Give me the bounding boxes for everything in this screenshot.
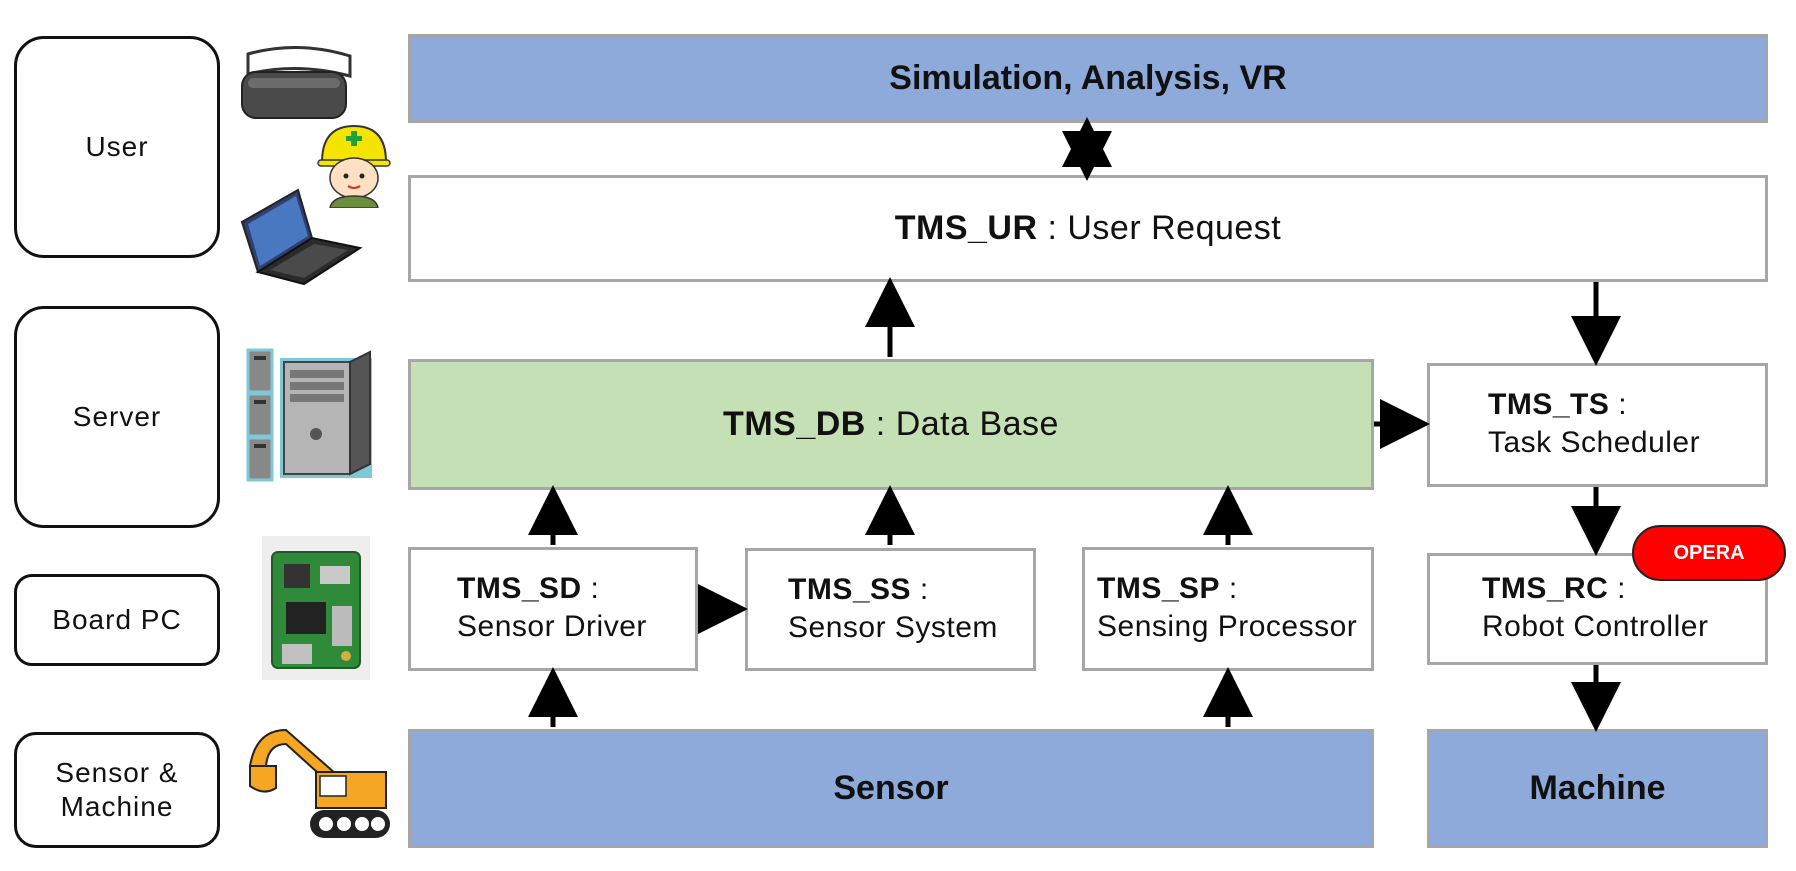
tms-ts-box: TMS_TS : Task Scheduler [1427, 363, 1768, 487]
simulation-analysis-vr-label: Simulation, Analysis, VR [889, 59, 1287, 97]
tms-ts-desc: Task Scheduler [1488, 425, 1701, 459]
vr-headset-icon [241, 45, 352, 119]
tier-server-label: Server [72, 401, 162, 433]
opera-badge: OPERA [1632, 525, 1786, 581]
tier-sensor-machine: Sensor & Machine [14, 732, 220, 848]
tier-server: Server [14, 306, 220, 528]
tms-sd-name: TMS_SD [457, 572, 582, 605]
tier-user-label: User [85, 131, 149, 163]
tms-ss-box: TMS_SS : Sensor System [745, 548, 1036, 671]
tms-sd-box: TMS_SD : Sensor Driver [408, 547, 698, 671]
sensor-label: Sensor [833, 769, 949, 807]
tms-ts-name: TMS_TS [1488, 388, 1610, 421]
tier-board-pc: Board PC [14, 574, 220, 666]
tms-rc-name: TMS_RC [1482, 572, 1609, 605]
tier-user: User [14, 36, 220, 258]
tms-ss-desc: Sensor System [788, 610, 998, 644]
machine-label: Machine [1529, 769, 1666, 807]
tms-rc-desc: Robot Controller [1482, 609, 1709, 643]
server-tower-icon [246, 348, 372, 482]
laptop-icon [240, 188, 363, 286]
sensor-bar: Sensor [408, 729, 1374, 848]
tms-sp-box: TMS_SP : Sensing Processor [1082, 547, 1374, 671]
tms-sp-name: TMS_SP [1097, 572, 1221, 605]
tier-board-pc-label: Board PC [52, 604, 182, 636]
simulation-analysis-vr-bar: Simulation, Analysis, VR [408, 34, 1768, 123]
tms-sd-desc: Sensor Driver [457, 609, 647, 643]
tms-db-name: TMS_DB [723, 405, 866, 444]
tms-db-box: TMS_DB : Data Base [408, 359, 1374, 490]
tms-db-desc: Data Base [895, 405, 1059, 444]
tms-rc-box: TMS_RC : Robot Controller [1427, 553, 1768, 665]
tms-sp-desc: Sensing Processor [1097, 609, 1358, 643]
opera-label: OPERA [1673, 541, 1745, 564]
excavator-icon [248, 728, 390, 838]
circuit-board-icon [262, 536, 370, 680]
tms-ur-desc: User Request [1067, 209, 1282, 248]
worker-icon [317, 124, 391, 208]
tier-sensor-machine-label: Sensor & Machine [55, 757, 179, 822]
tms-ur-name: TMS_UR [894, 209, 1038, 248]
tms-ss-name: TMS_SS [788, 573, 912, 606]
